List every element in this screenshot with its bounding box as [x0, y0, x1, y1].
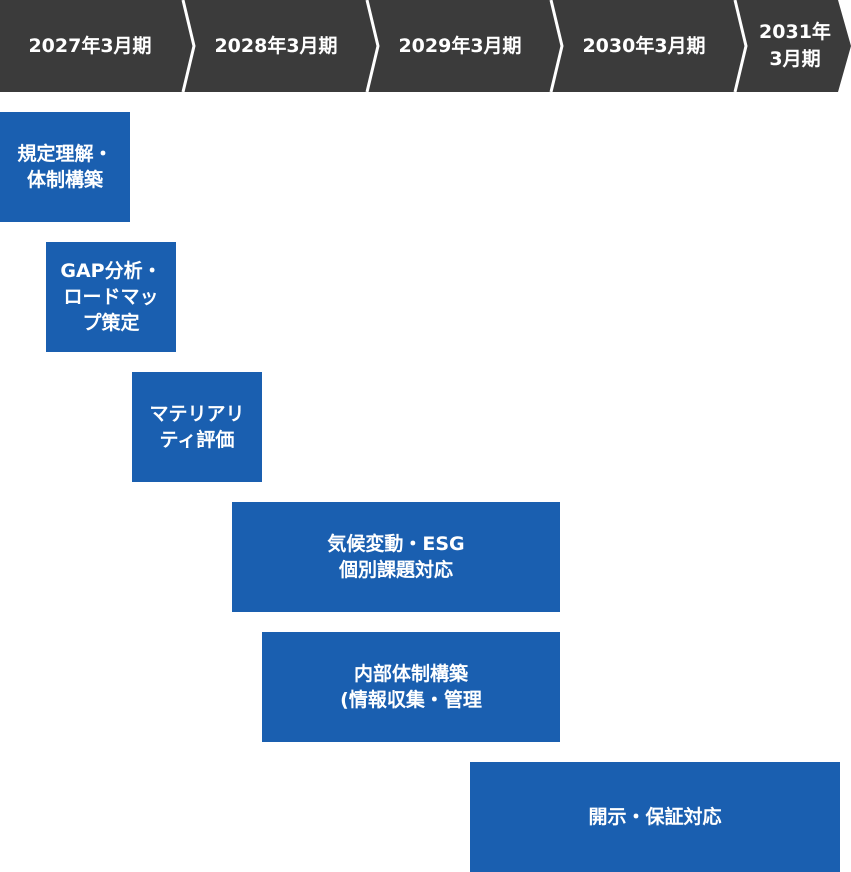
timeline-band-background — [0, 0, 851, 92]
task-gap-analysis-roadmap: GAP分析・ ロードマッ プ策定 — [46, 242, 176, 352]
task-regulation-understanding: 規定理解・ 体制構築 — [0, 112, 130, 222]
chevron-separator-1 — [181, 0, 196, 92]
period-label-2031: 2031年 3月期 — [759, 21, 831, 70]
task-disclosure-assurance: 開示・保証対応 — [470, 762, 840, 872]
timeline-header: 2027年3月期 2028年3月期 2029年3月期 2030年3月期 2031… — [0, 0, 851, 92]
task-materiality-assessment: マテリアリ ティ評価 — [132, 372, 262, 482]
chevron-separator-3 — [549, 0, 564, 92]
period-label-2029: 2029年3月期 — [398, 34, 522, 57]
period-label-2027: 2027年3月期 — [28, 34, 152, 57]
timeline-chevron-band — [0, 0, 851, 92]
task-internal-structure: 内部体制構築 (情報収集・管理 — [262, 632, 560, 742]
task-climate-esg-issues: 気候変動・ESG 個別課題対応 — [232, 502, 560, 612]
period-label-2030: 2030年3月期 — [582, 34, 706, 57]
period-label-2028: 2028年3月期 — [214, 34, 338, 57]
chevron-separator-2 — [365, 0, 380, 92]
chevron-separator-4 — [733, 0, 748, 92]
timeline-arrow-tip — [838, 0, 851, 92]
